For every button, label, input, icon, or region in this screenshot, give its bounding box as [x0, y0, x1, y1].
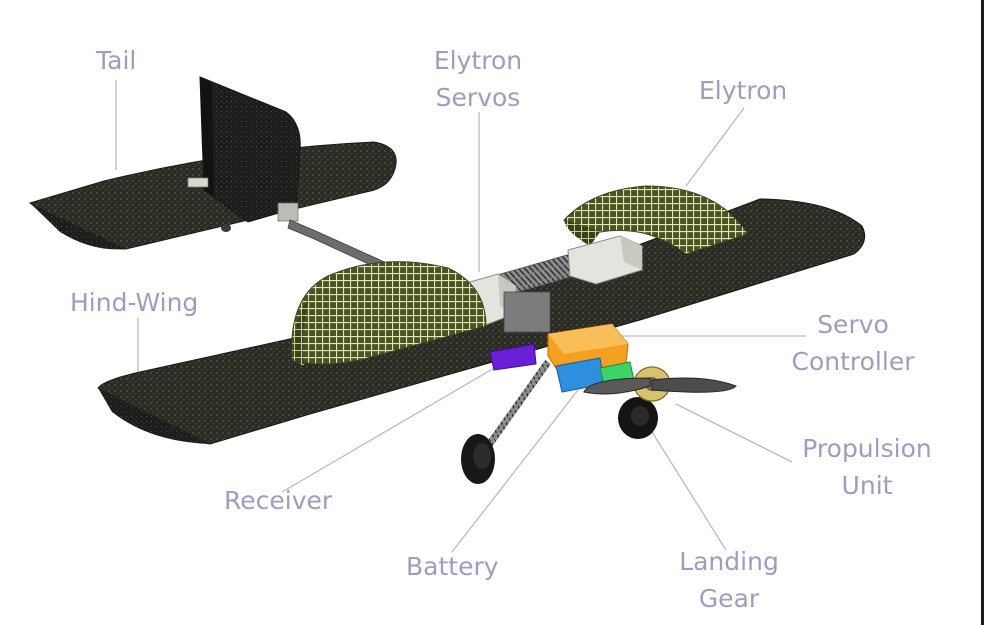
elytron-right-edge	[564, 220, 600, 246]
elytron-left-edge	[292, 296, 310, 366]
elytron-left-shell	[291, 261, 487, 365]
receiver-label: Receiver	[224, 486, 333, 515]
receiver-leader-line	[281, 359, 509, 493]
elytron-servos-label-line2: Servos	[435, 83, 521, 112]
elytron-right	[563, 185, 749, 255]
receiver-module	[489, 343, 537, 371]
battery-label: Battery	[406, 552, 499, 581]
fin-edge	[200, 77, 214, 196]
tail-label: Tail	[96, 46, 137, 75]
propulsion-unit-label-line2: Unit	[841, 471, 893, 500]
propulsion-unit-label-line1: Propulsion	[802, 434, 932, 463]
landing-gear-rod	[483, 361, 549, 453]
wheel-right-hub	[631, 406, 649, 426]
hind-wing-trailing-edge	[98, 388, 210, 444]
battery-leader-line	[451, 389, 579, 553]
elytron-label: Elytron	[699, 76, 788, 105]
tail-mount	[277, 202, 299, 222]
propeller-blade-left	[583, 377, 651, 395]
frame-edge	[981, 0, 984, 625]
propulsion-unit-leader-line	[675, 403, 793, 463]
electronics	[489, 323, 635, 393]
vertical-fin	[199, 76, 301, 223]
tail-servo	[187, 177, 209, 188]
servo-controller-label-line2: Controller	[791, 347, 915, 376]
landing-gear-label-line2: Gear	[698, 584, 760, 613]
servo-controller-label: Servo Controller	[784, 306, 922, 380]
propulsion-unit	[583, 366, 737, 402]
elytron-leader-line	[685, 107, 745, 187]
landing-gear	[461, 359, 658, 484]
stabilizer-edge	[30, 203, 126, 250]
elytron-left	[291, 261, 487, 366]
fuselage-frame	[503, 291, 551, 333]
landing-gear-label: Landing Gear	[676, 543, 782, 617]
servo-controller-label-line1: Servo	[817, 310, 889, 339]
servo-controller-top	[548, 324, 628, 354]
tail-assembly	[28, 76, 397, 250]
tail-skid	[221, 224, 231, 232]
propulsion-unit-label: Propulsion Unit	[796, 430, 938, 504]
servo-right-side	[620, 236, 642, 270]
hind-wing-label: Hind-Wing	[70, 288, 199, 317]
wheel-left-hub	[473, 443, 491, 469]
landing-gear-label-line1: Landing	[679, 547, 779, 576]
leader-lines	[115, 80, 806, 553]
elytron-servos-label: Elytron Servos	[428, 42, 528, 116]
elytron-right-shell	[563, 185, 749, 255]
propeller-blade-right	[651, 377, 737, 393]
landing-gear-leader-line	[651, 431, 727, 551]
elytron-servos-label-line1: Elytron	[433, 46, 523, 75]
